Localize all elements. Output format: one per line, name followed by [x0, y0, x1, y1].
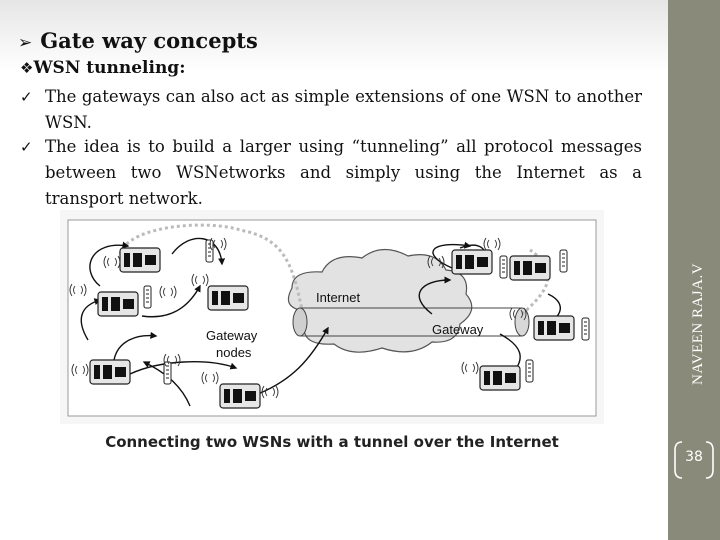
section-heading: ❖WSN tunneling: [20, 58, 185, 78]
gateway-nodes-label-line1: Gateway [206, 328, 258, 343]
checkmark-icon: ✓ [20, 88, 33, 106]
bullet-item: ✓ The idea is to build a larger using “tu… [20, 134, 642, 212]
gateway-nodes-label-line2: nodes [216, 345, 252, 360]
slide-sidebar [668, 0, 720, 540]
arrow-bullet-icon: ➢ [18, 33, 33, 53]
wsn-tunnel-figure: Internet Gateway Gateway nodes [60, 210, 604, 424]
diamond-bullet-icon: ❖ [20, 59, 34, 77]
slide-header-background [0, 0, 668, 72]
page-number-brackets [674, 441, 714, 479]
bullet-text: The idea is to build a larger using “tun… [45, 137, 642, 208]
page-number: 38 [685, 449, 703, 465]
slide-title-text: Gate way concepts [40, 28, 258, 53]
bullet-item: ✓ The gateways can also act as simple ext… [20, 84, 642, 136]
section-heading-text: WSN tunneling: [33, 58, 186, 78]
figure-caption: Connecting two WSNs with a tunnel over t… [105, 433, 559, 451]
gateway-label: Gateway [432, 322, 484, 337]
checkmark-icon: ✓ [20, 138, 33, 156]
internet-label: Internet [316, 290, 360, 305]
bullet-text: The gateways can also act as simple exte… [45, 87, 642, 132]
author-name: NAVEEN RAJA.V [690, 262, 706, 385]
slide-title: ➢ Gate way concepts [18, 28, 258, 53]
internet-cloud [287, 248, 473, 353]
